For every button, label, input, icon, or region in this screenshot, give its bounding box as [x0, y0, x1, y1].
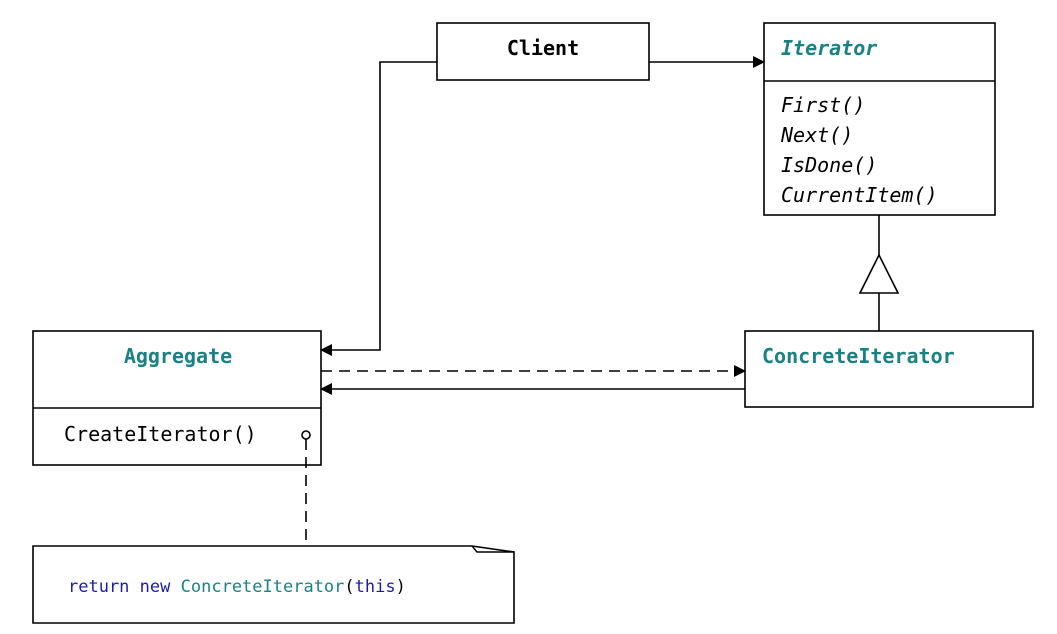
iterator-operation: CurrentItem()	[781, 183, 938, 207]
iterator-box	[763, 22, 996, 216]
iterator-class: Iterator First() Next() IsDone() Current…	[763, 22, 996, 216]
code-paren-open: (	[344, 577, 354, 597]
code-keyword-this: this	[355, 577, 396, 597]
note-box	[32, 545, 515, 624]
iterator-operation: Next()	[780, 123, 853, 147]
iterator-operation: IsDone()	[781, 153, 877, 177]
note-anchor-circle-icon	[301, 430, 311, 440]
generalization-triangle-icon	[858, 253, 900, 294]
client-class: Client	[436, 22, 650, 81]
code-keyword-return: return	[68, 577, 129, 597]
code-keyword-new: new	[140, 577, 171, 597]
client-class-name: Client	[507, 36, 579, 60]
iterator-operation: First()	[781, 93, 865, 117]
implementation-note: return new ConcreteIterator(this)	[32, 545, 515, 624]
code-class-name: ConcreteIterator	[181, 577, 345, 597]
note-fold-corner-icon	[471, 545, 514, 553]
code-paren-close: )	[396, 577, 406, 597]
concrete-iterator-class: ConcreteIterator	[744, 330, 1034, 408]
aggregate-class: Aggregate CreateIterator()	[32, 330, 322, 466]
aggregate-operation: CreateIterator()	[64, 422, 257, 446]
iterator-class-name: Iterator	[781, 36, 877, 60]
client-to-aggregate-arrow	[320, 61, 437, 356]
client-box	[436, 22, 650, 81]
note-code-text: return new ConcreteIterator(this)	[68, 577, 406, 597]
aggregate-box	[32, 330, 322, 466]
concrete-iterator-box	[744, 330, 1034, 408]
aggregate-class-name: Aggregate	[124, 344, 232, 368]
concrete-iterator-class-name: ConcreteIterator	[762, 344, 955, 368]
